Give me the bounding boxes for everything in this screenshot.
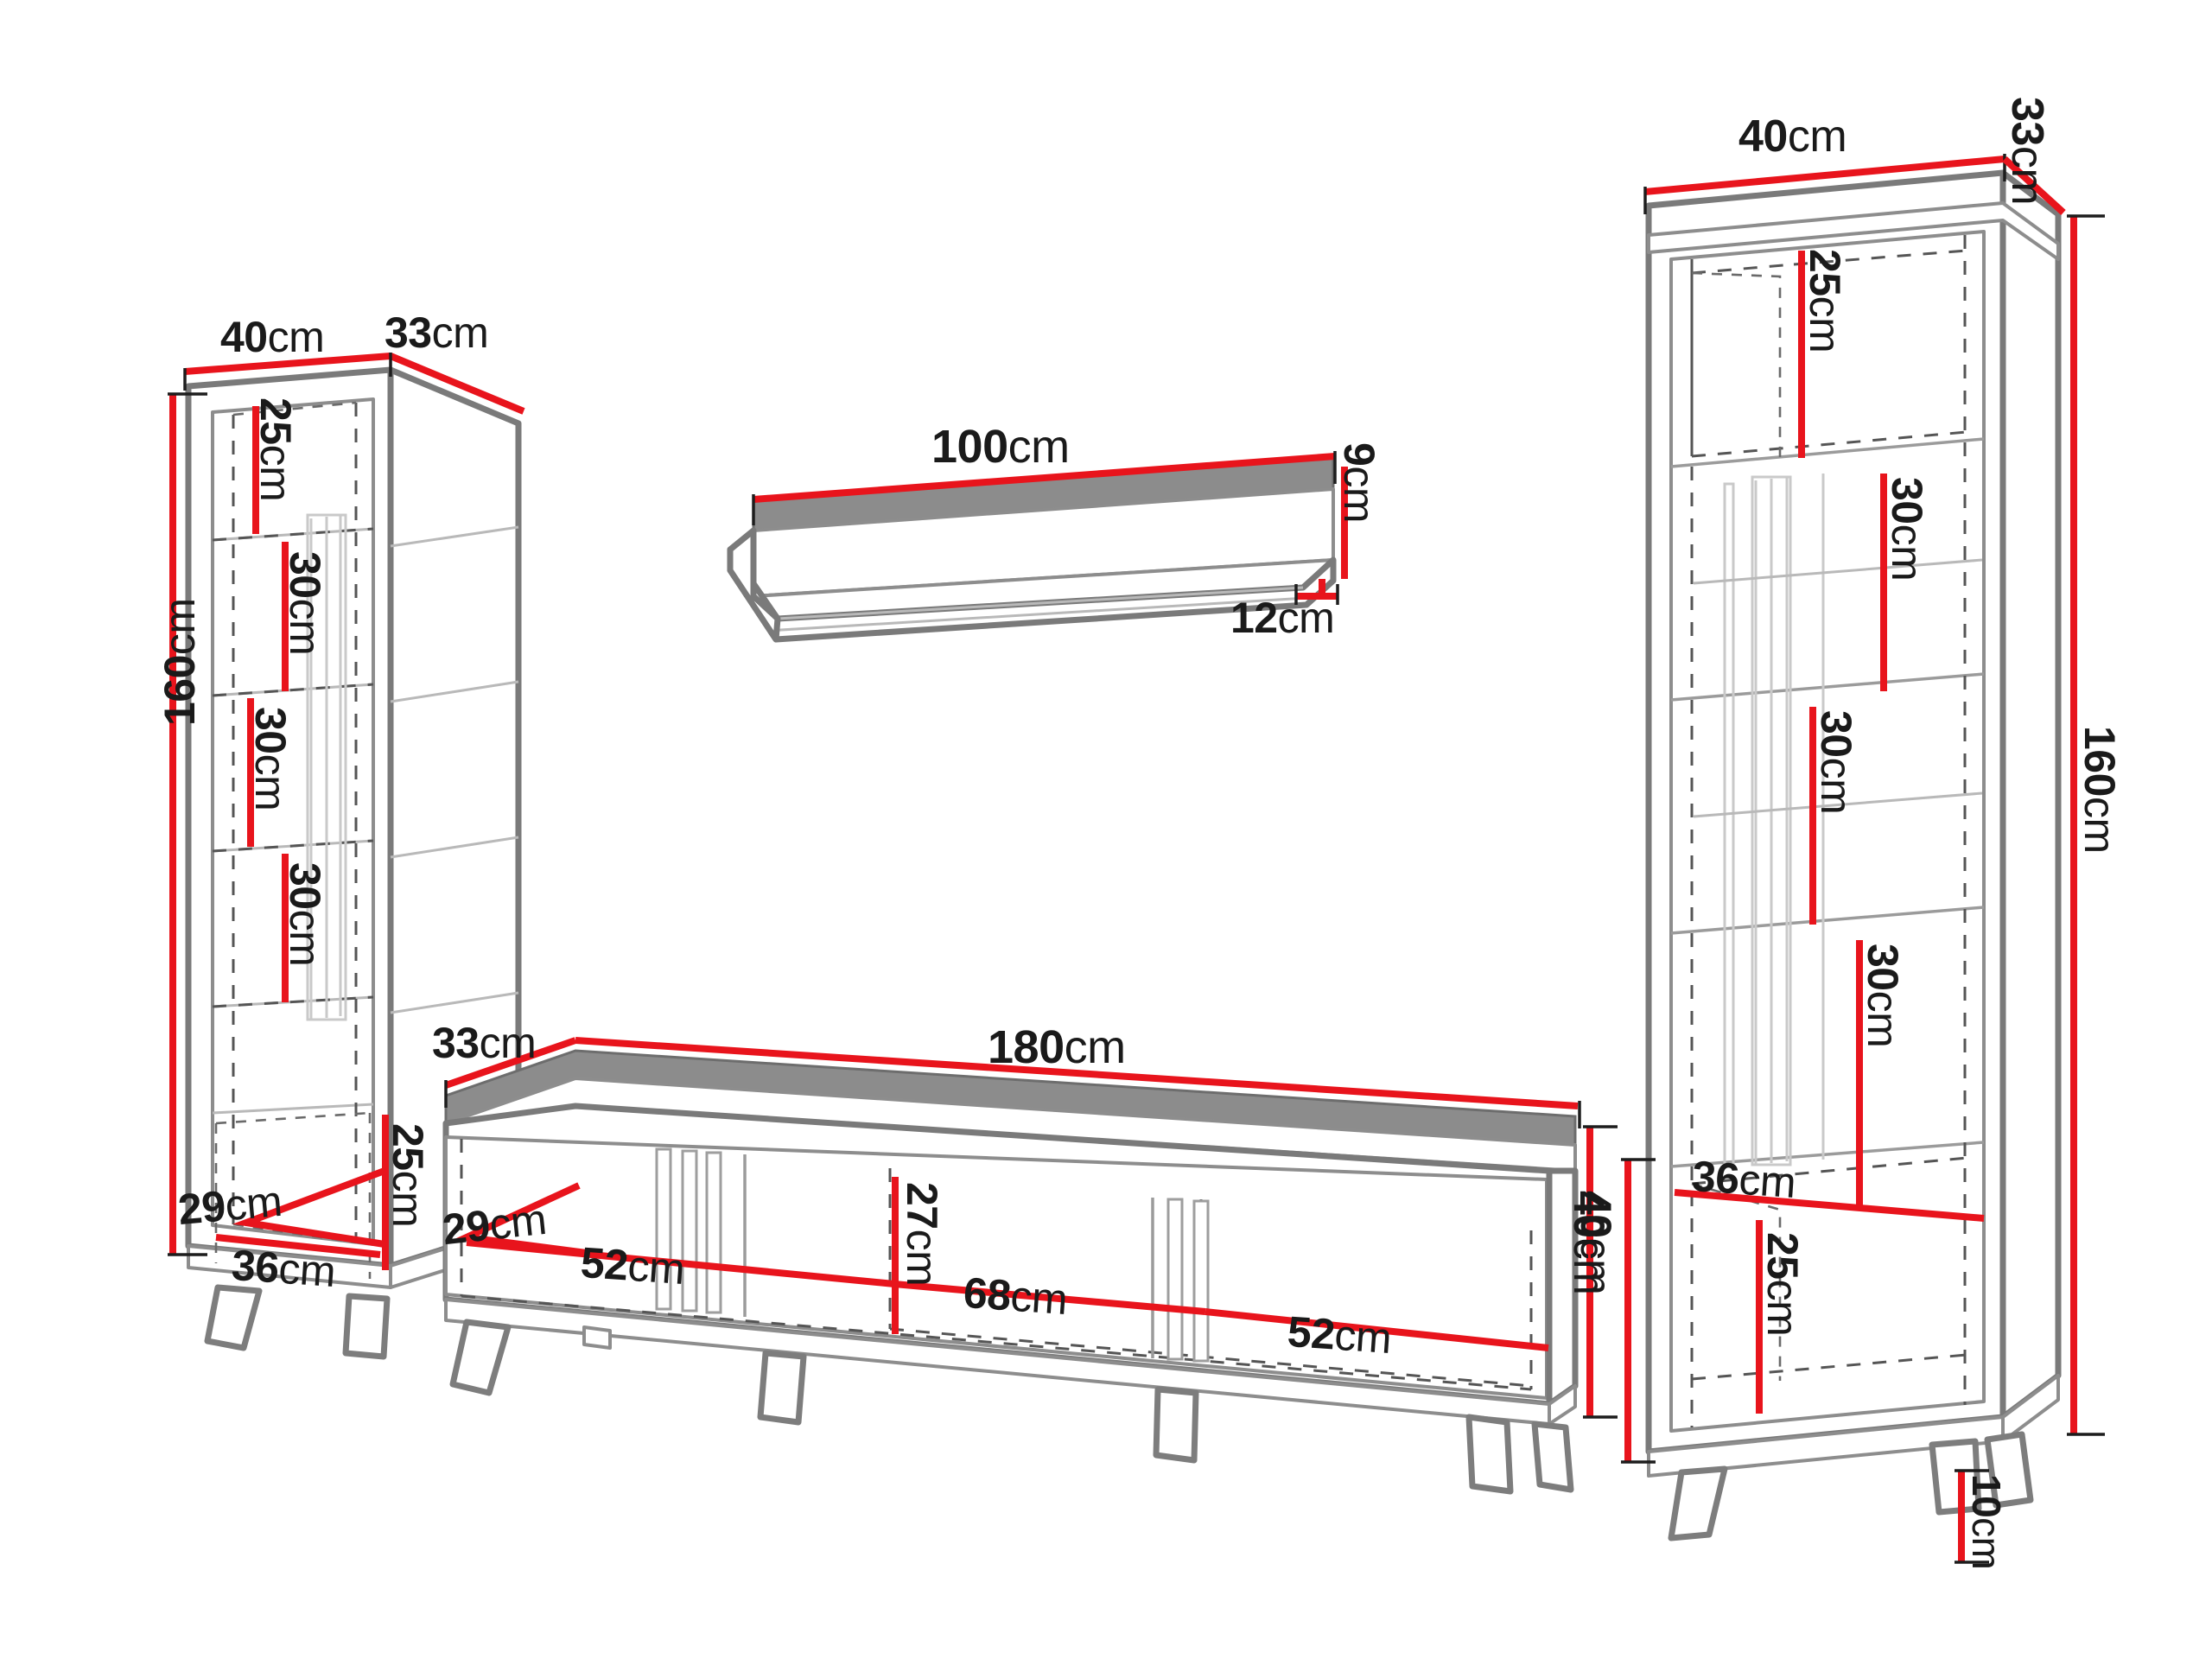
dimension-label-tv-left-bay: 52cm <box>579 1237 687 1294</box>
dimension-label-right-leg-height: 10cm <box>1964 1474 2009 1570</box>
dimension-value: 40 <box>1565 1191 1613 1238</box>
dimension-value: 25 <box>384 1123 432 1171</box>
dimension-value: 40 <box>220 313 268 361</box>
dimension-value: 33 <box>432 1019 480 1067</box>
dimension-label-tv-inner-depth: 29cm <box>440 1194 549 1255</box>
dimension-label-right-shelf-2: 30cm <box>1883 477 1931 582</box>
dimension-unit: cm <box>1964 1517 2009 1570</box>
dimension-unit: cm <box>1859 990 1907 1048</box>
dimension-value: 160 <box>156 655 204 726</box>
dimension-unit: cm <box>1008 1271 1070 1325</box>
dimension-value: 52 <box>579 1237 630 1290</box>
dimension-unit: cm <box>898 1229 946 1287</box>
dimension-label-left-inner-width: 36cm <box>230 1240 338 1297</box>
dimension-label-left-shelf-1: 25cm <box>251 397 300 502</box>
dimension-label-right-width: 40cm <box>1738 114 1847 159</box>
dimension-label-right-depth: 33cm <box>2002 97 2052 206</box>
dimension-value: 25 <box>1801 249 1849 296</box>
dimension-value: 68 <box>962 1268 1013 1320</box>
dimension-value: 33 <box>2002 97 2052 146</box>
dimension-label-left-base-height: 25cm <box>384 1123 432 1228</box>
dimension-label-right-shelf-4: 30cm <box>1859 944 1907 1048</box>
dimension-value: 180 <box>988 1021 1065 1073</box>
wall-shelf <box>727 451 1348 643</box>
dimension-label-tv-width: 180cm <box>988 1024 1126 1071</box>
dimension-unit: cm <box>246 753 295 811</box>
dimension-label-tv-bay-height: 27cm <box>898 1182 946 1287</box>
dimension-value: 52 <box>1286 1306 1337 1359</box>
dimension-unit: cm <box>1277 594 1335 642</box>
dimension-value: 29 <box>440 1200 493 1255</box>
tv-stand <box>442 1037 1618 1495</box>
dimension-label-left-width: 40cm <box>220 313 325 361</box>
dimension-label-right-inner-width: 36cm <box>1690 1151 1798 1208</box>
dimension-unit: cm <box>156 598 204 656</box>
dimension-unit: cm <box>276 1243 338 1297</box>
dimension-label-left-total-height: 160cm <box>156 598 204 726</box>
dimension-value: 30 <box>1883 477 1931 524</box>
dimension-unit: cm <box>384 1170 432 1228</box>
dimension-label-right-plinth: 40cm <box>1565 1191 1613 1295</box>
dimension-unit: cm <box>431 308 489 357</box>
dimension-label-left-shelf-2: 30cm <box>281 551 329 656</box>
dimension-unit: cm <box>1812 757 1860 815</box>
dimension-unit: cm <box>1737 1154 1798 1208</box>
dimension-unit: cm <box>479 1019 537 1067</box>
dimension-label-left-shelf-3: 30cm <box>246 707 295 811</box>
right-tall-cabinet <box>1621 154 2105 1564</box>
dimension-value: 36 <box>1690 1151 1741 1204</box>
dimension-value: 30 <box>1812 710 1860 758</box>
dimension-value: 30 <box>281 862 329 910</box>
dimension-unit: cm <box>1787 111 1847 162</box>
dimension-unit: cm <box>2002 145 2052 206</box>
dimension-value: 36 <box>230 1240 281 1293</box>
dimension-value: 25 <box>251 397 300 445</box>
dimension-value: 25 <box>1758 1232 1807 1280</box>
dimension-unit: cm <box>1335 466 1383 523</box>
dimension-unit: cm <box>1064 1021 1126 1073</box>
dimension-label-right-shelf-3: 30cm <box>1812 710 1860 815</box>
dimension-unit: cm <box>626 1241 687 1294</box>
dimension-unit: cm <box>267 313 325 361</box>
dimension-label-shelf-depth: 12cm <box>1230 594 1335 642</box>
dimension-value: 30 <box>281 551 329 599</box>
dimension-label-tv-depth: 33cm <box>432 1019 537 1067</box>
dimension-unit: cm <box>1565 1237 1613 1295</box>
dimension-value: 9 <box>1335 442 1383 467</box>
dimension-unit: cm <box>1758 1279 1807 1337</box>
dimension-label-left-depth: 33cm <box>385 308 489 357</box>
dimension-label-left-shelf-4: 30cm <box>281 862 329 967</box>
dimension-unit: cm <box>1332 1310 1394 1363</box>
dimension-label-right-base-height: 25cm <box>1758 1232 1807 1337</box>
dimension-value: 30 <box>246 707 295 754</box>
dimension-label-tv-right-bay: 52cm <box>1286 1306 1394 1363</box>
dimension-label-tv-center-bay: 68cm <box>962 1268 1070 1325</box>
dimension-label-shelf-height: 9cm <box>1335 442 1383 523</box>
dimension-value: 100 <box>931 421 1008 473</box>
dimension-label-left-inner-depth: 29cm <box>176 1176 284 1234</box>
dimension-unit: cm <box>1007 421 1070 473</box>
dimension-value: 30 <box>1859 944 1907 991</box>
dimension-value: 27 <box>898 1182 946 1230</box>
dimension-value: 10 <box>1964 1474 2009 1518</box>
dimension-unit: cm <box>2075 796 2124 854</box>
dimension-value: 29 <box>175 1181 228 1235</box>
dimension-unit: cm <box>223 1176 284 1230</box>
dimension-value: 40 <box>1738 111 1788 162</box>
dimension-unit: cm <box>1801 296 1849 353</box>
dimension-value: 160 <box>2075 726 2124 797</box>
dimension-unit: cm <box>251 444 300 502</box>
dimension-unit: cm <box>281 598 329 656</box>
dimension-value: 12 <box>1230 594 1278 642</box>
dimension-value: 33 <box>385 308 432 357</box>
left-tall-cabinet <box>168 353 525 1360</box>
dimension-label-right-shelf-1: 25cm <box>1801 249 1849 353</box>
dimension-unit: cm <box>281 909 329 967</box>
dimension-unit: cm <box>1883 524 1931 582</box>
dimension-label-right-total-height: 160cm <box>2075 726 2124 854</box>
dimension-unit: cm <box>486 1194 549 1249</box>
dimension-label-shelf-width: 100cm <box>931 423 1070 470</box>
